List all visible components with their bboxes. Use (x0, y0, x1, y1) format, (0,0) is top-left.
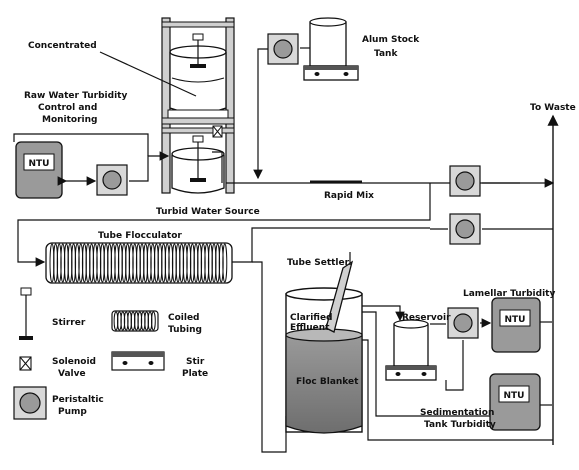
raw-water-ntu-meter: NTU (15, 141, 63, 199)
concentrated-tank (167, 33, 229, 119)
legend-stirrer-label: Stirrer (52, 318, 86, 328)
lamellar-pump (447, 307, 479, 339)
label-rapid-mix: Rapid Mix (324, 191, 374, 201)
label-tube-flocculator: Tube Flocculator (98, 231, 182, 241)
solenoid-valve-icon (212, 125, 223, 138)
legend-stir-2: Plate (182, 369, 208, 379)
sed-ntu-label: NTU (504, 391, 525, 401)
tube-flocculator (45, 242, 233, 284)
label-alum-2: Tank (374, 49, 398, 59)
legend-coiled-1: Coiled (168, 313, 200, 323)
waste-pump-lower (449, 213, 481, 245)
label-raw-water-1: Raw Water Turbidity (24, 91, 127, 101)
floc-blanket-tank (285, 287, 363, 434)
lamellar-ntu-meter: NTU (491, 297, 541, 353)
reservoir (385, 319, 437, 381)
label-to-waste: To Waste (530, 103, 576, 113)
coil-ring (151, 311, 156, 331)
coil-ring (222, 243, 228, 283)
label-raw-water-3: Monitoring (42, 115, 98, 125)
label-turbid-source: Turbid Water Source (156, 207, 260, 217)
alum-pump (267, 33, 299, 65)
legend-coiled-tubing-icon (111, 310, 159, 332)
label-floc-blanket: Floc Blanket (296, 377, 359, 387)
legend-peristaltic-pump-icon (13, 386, 47, 420)
label-sedimentation-2: Tank Turbidity (424, 420, 496, 430)
label-clarified-1: Clarified (290, 313, 333, 323)
turbid-water-source-tank (171, 135, 225, 194)
label-clarified-2: Effluent (290, 323, 330, 333)
legend-peristaltic-1: Peristaltic (52, 395, 104, 405)
legend-solenoid-valve-icon (19, 356, 32, 371)
legend-solenoid-2: Valve (58, 369, 86, 379)
concentrated-pointer (99, 51, 197, 97)
label-lamellar: Lamellar Turbidity (463, 289, 555, 299)
waste-pump-top (449, 165, 481, 197)
label-tube-settler: Tube Settler (287, 258, 350, 268)
label-reservoir: Reservoir (402, 313, 451, 323)
label-raw-water-2: Control and (38, 103, 97, 113)
label-sedimentation-1: Sedimentation (420, 408, 494, 418)
legend-stir-plate-icon (111, 351, 165, 371)
legend-solenoid-1: Solenoid (52, 357, 96, 367)
sedimentation-ntu-meter: NTU (489, 373, 541, 431)
lamellar-ntu-label: NTU (505, 315, 526, 325)
legend-peristaltic-2: Pump (58, 407, 87, 417)
legend-coiled-2: Tubing (168, 325, 202, 335)
raw-ntu-label: NTU (29, 159, 50, 169)
tube-settler (325, 260, 354, 333)
alum-stock-tank (303, 17, 359, 81)
legend (13, 287, 165, 420)
legend-stirrer-icon (19, 287, 33, 340)
label-alum-1: Alum Stock (362, 35, 420, 45)
legend-stir-1: Stir (186, 357, 205, 367)
label-concentrated: Concentrated (28, 41, 97, 51)
raw-meter-pump (96, 164, 128, 196)
